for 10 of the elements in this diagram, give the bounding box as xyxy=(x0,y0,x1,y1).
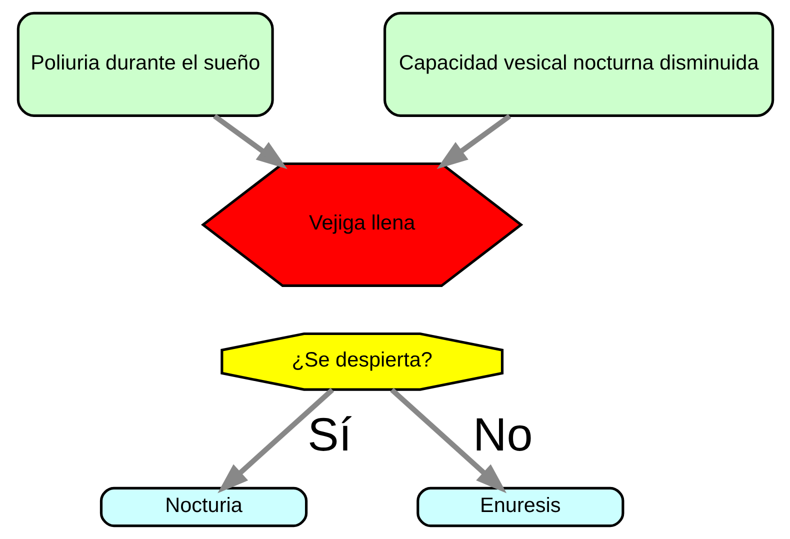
arrow xyxy=(217,388,334,494)
node-box: Nocturia xyxy=(99,486,308,528)
edge-label: Sí xyxy=(307,408,352,460)
node-box: Capacidad vesical nocturna disminuida xyxy=(383,12,774,118)
node-box: Enuresis xyxy=(416,486,624,528)
edge-label: No xyxy=(472,408,532,460)
arrow xyxy=(436,114,511,170)
arrow xyxy=(390,388,506,494)
node-box: Poliuria durante el sueño xyxy=(16,12,274,118)
arrow xyxy=(212,114,287,170)
